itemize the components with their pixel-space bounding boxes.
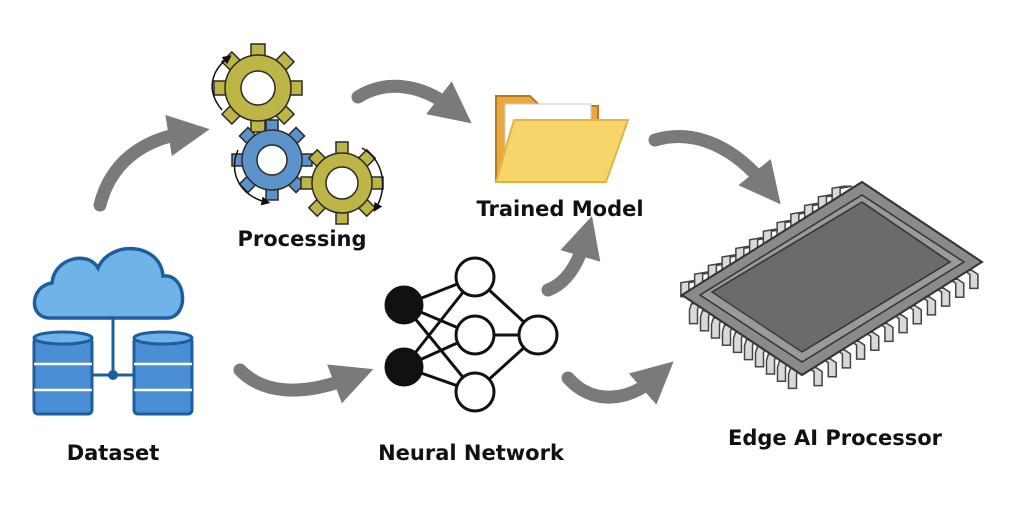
output-node <box>517 314 559 356</box>
arrow-icon <box>233 363 374 404</box>
chip-pin <box>819 358 837 378</box>
label-neural-network: Neural Network <box>378 441 564 465</box>
label-dataset: Dataset <box>66 441 160 465</box>
chip-pin <box>933 287 951 307</box>
label-trained-model: Trained Model <box>476 197 644 221</box>
rotation-arrow-icon <box>361 147 384 212</box>
chip-pin <box>961 269 979 290</box>
chip-pin <box>904 305 922 325</box>
hidden-node <box>454 314 496 356</box>
chip-pin <box>862 331 880 351</box>
chip-pin <box>833 349 852 369</box>
chip-pin <box>890 313 908 334</box>
arrow-icon <box>561 361 674 405</box>
input-node <box>384 347 424 387</box>
chip-icon <box>680 180 984 390</box>
chip-pin <box>805 366 823 387</box>
gear-icon <box>213 43 303 133</box>
flow-arrows <box>93 79 781 405</box>
cloud-icon <box>32 246 185 320</box>
label-edge-processor: Edge AI Processor <box>728 426 942 450</box>
dataset-icon <box>32 246 194 416</box>
hidden-node <box>454 371 496 413</box>
chip-pin <box>947 278 965 298</box>
input-node <box>384 285 424 325</box>
chip-pin <box>876 322 894 343</box>
hidden-node <box>454 256 496 298</box>
gear-icon <box>231 119 313 201</box>
arrow-icon <box>351 79 472 124</box>
database-icon <box>132 330 194 416</box>
chip-pin <box>848 340 866 360</box>
rotation-arrow-icon <box>233 149 271 206</box>
folder-icon <box>494 95 630 183</box>
chip-pin <box>918 296 937 316</box>
arrow-icon <box>93 115 210 212</box>
arrow-icon <box>648 130 781 205</box>
processing-icon <box>211 43 384 225</box>
database-icon <box>32 330 94 416</box>
label-processing: Processing <box>237 227 367 251</box>
arrow-icon <box>541 216 601 297</box>
rotation-arrow-icon <box>211 55 232 111</box>
neural-network-icon <box>384 256 559 413</box>
